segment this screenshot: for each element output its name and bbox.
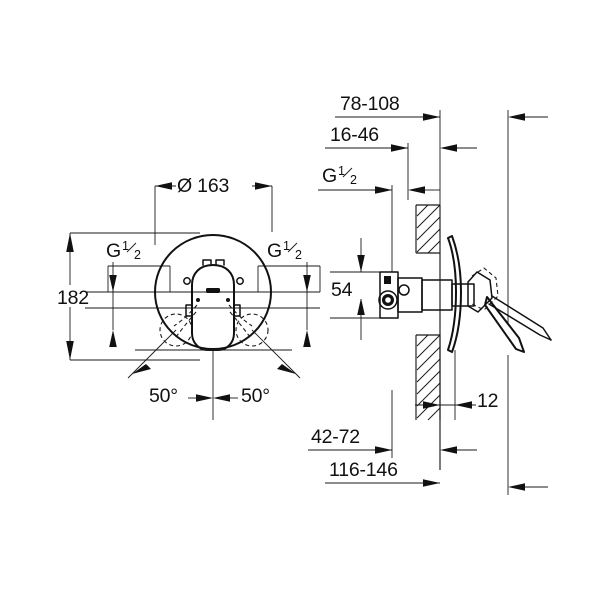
- front-thread-left: G 1 2: [106, 239, 171, 292]
- inlet-left-hidden-link: [173, 304, 198, 327]
- front-inlet-spacing-left: [85, 262, 320, 347]
- front-thread-right-numerator: 1: [283, 239, 290, 253]
- front-thread-left-numerator: 1: [122, 239, 129, 253]
- handle-side-bracket-left: [185, 304, 193, 317]
- front-angle-left-label: 50°: [149, 385, 178, 407]
- front-thread-right-letter: G: [267, 240, 282, 262]
- wall-hatch-upper: [415, 204, 441, 254]
- side-dim-116-146-label: 116-146: [329, 459, 398, 481]
- handle-dot-right: [226, 298, 230, 302]
- lever-hub-hidden: [471, 267, 499, 311]
- front-angle-right-label: 50°: [241, 385, 270, 407]
- side-overall-right-dimension: [507, 110, 548, 325]
- side-section-view-group: 78-108 16-46 G 1 2: [308, 93, 552, 495]
- side-thread-numerator: 1: [338, 164, 345, 178]
- valve-cartridge-nose: [451, 283, 475, 307]
- side-dim-78-108-label: 78-108: [340, 93, 400, 115]
- side-dim-16-46-label: 16-46: [330, 124, 379, 146]
- side-thread-dimension: G 1 2: [318, 164, 440, 272]
- handle-side-bracket-right: [233, 304, 241, 317]
- valve-inlet-circle-inner: [385, 297, 391, 303]
- lever-arm-up-edge-2: [488, 303, 552, 341]
- side-overall-right-bottom: [507, 355, 548, 495]
- front-diameter-dimension: Ø 163 Ø 163: [154, 174, 273, 245]
- valve-screw-circle: [398, 284, 410, 296]
- handle-cap-notch-left: [202, 259, 212, 266]
- side-dim-12-label: 12: [477, 390, 498, 412]
- side-thread-denominator: 2: [350, 173, 357, 187]
- inlet-right-hidden-link: [228, 304, 253, 327]
- inlet-right-hidden-circle: [235, 313, 269, 347]
- front-thread-left-denominator: 2: [134, 248, 141, 262]
- lever-arm-up-edge-1: [491, 295, 552, 341]
- front-height-dimension: 182: [57, 232, 200, 361]
- front-height-label: 182: [57, 287, 89, 309]
- side-dim-16-46: 16-46: [325, 124, 477, 200]
- side-dim-42-72: 42-72: [308, 390, 477, 458]
- side-dim-54: 54: [330, 238, 380, 340]
- front-view-group: Ø 163 Ø 163 182 G 1: [57, 174, 321, 420]
- handle-center-slot: [206, 288, 220, 293]
- side-dim-78-108: 78-108: [335, 93, 441, 205]
- inlet-left-hidden-link-2: [175, 311, 197, 338]
- front-inlet-spacing-right: [303, 262, 311, 347]
- lever-arm-side-group: [467, 267, 552, 353]
- handle-dot-left: [196, 298, 200, 302]
- front-thread-left-letter: G: [106, 240, 121, 262]
- side-dim-42-72-label: 42-72: [311, 426, 360, 448]
- lever-hub: [467, 271, 493, 313]
- lever-arm-down: [484, 296, 525, 353]
- handle-cap-notch-right: [215, 259, 225, 266]
- indicator-mark-right: [236, 277, 244, 285]
- front-thread-right: G 1 2: [257, 239, 321, 292]
- valve-inlet-circle-outer: [378, 290, 398, 310]
- indicator-mark-left: [183, 277, 191, 285]
- inlet-right-hidden-link-2: [229, 311, 251, 338]
- escutcheon-plate-profile: [447, 235, 462, 353]
- front-angle-dimensions: 50° 50°: [127, 329, 301, 420]
- front-diameter-label-2: Ø 163: [177, 175, 229, 197]
- side-thread-letter: G: [322, 165, 337, 187]
- side-dim-116-146: 116-146: [325, 459, 440, 487]
- side-dim-12: 12: [415, 350, 508, 420]
- side-dim-54-label: 54: [331, 279, 353, 301]
- valve-port-mark: [384, 276, 391, 284]
- front-thread-right-denominator: 2: [295, 248, 302, 262]
- valve-body-group: [378, 271, 475, 319]
